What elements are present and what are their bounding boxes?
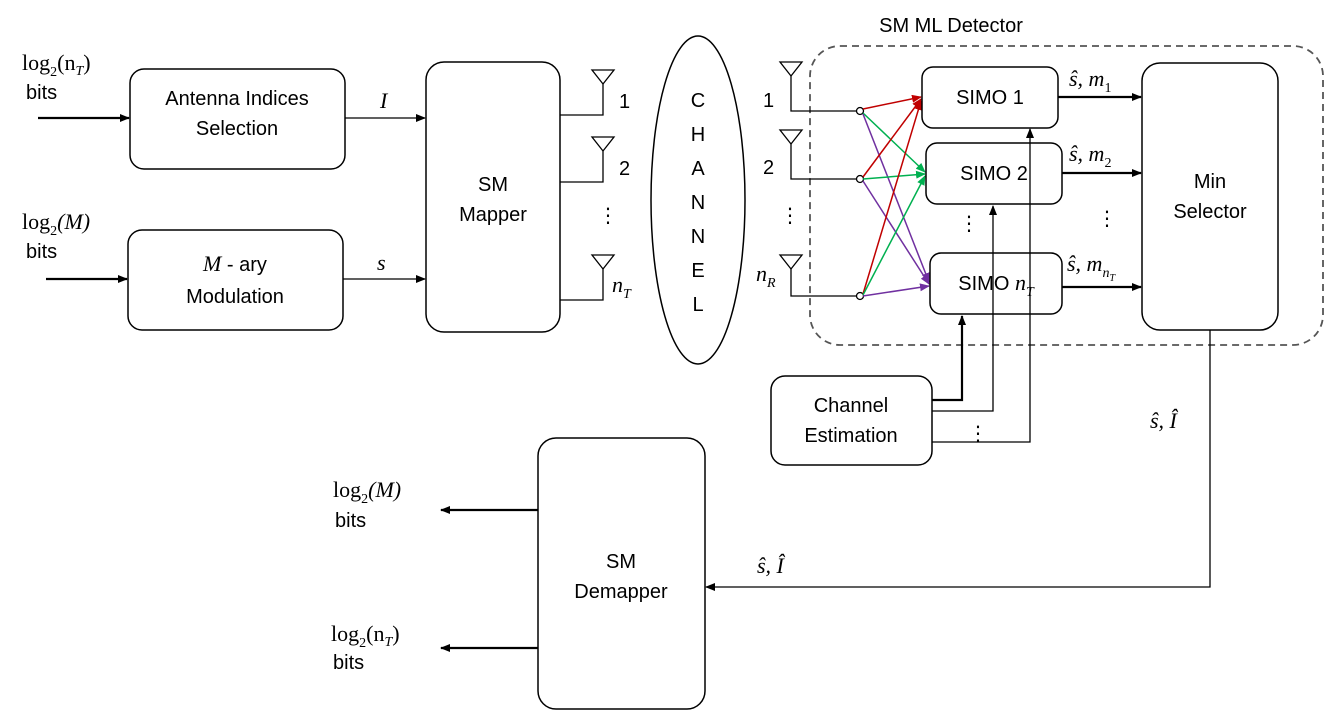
estimation-line1: Channel <box>814 395 889 417</box>
tx-label-1: 1 <box>619 91 630 113</box>
channel-letter: N <box>691 226 705 248</box>
channel-letter: E <box>691 260 704 282</box>
channel-letter: C <box>691 90 705 112</box>
antenna-selection-line2: Selection <box>196 118 278 140</box>
modulation-line2: Modulation <box>186 286 284 308</box>
tx-label-2: 2 <box>619 158 630 180</box>
min-selector-line2: Selector <box>1173 201 1247 223</box>
demapper-input-label: ŝ, Î <box>757 553 786 578</box>
channel-estimation-block <box>770 375 933 466</box>
antenna-bits-label: log2(nT) <box>22 50 91 80</box>
out3-label: ŝ, mnT <box>1067 251 1116 284</box>
out-mod-bits-unit: bits <box>335 510 366 532</box>
simo2-label: SIMO 2 <box>960 163 1028 185</box>
demapper-line1: SM <box>606 551 636 573</box>
rx-to-simo-links <box>862 94 930 297</box>
sm-mapper-block <box>425 61 561 333</box>
tx-dots: ⋮ <box>598 205 618 227</box>
out-dots: ⋮ <box>1097 208 1117 230</box>
antenna-selection-block <box>129 68 346 170</box>
antenna-selection-line1: Antenna Indices <box>165 88 308 110</box>
out-mod-bits-label: log2(M) <box>333 477 401 507</box>
rx-antenna-2 <box>778 129 865 184</box>
rx-label-2: 2 <box>763 157 774 179</box>
tx-label-nt: nT <box>612 272 632 302</box>
channel-letter: L <box>692 294 703 316</box>
min-selector-block <box>1141 62 1279 331</box>
rx-antenna-1 <box>778 61 865 116</box>
simo1-label: SIMO 1 <box>956 87 1024 109</box>
s-label: s <box>377 250 386 275</box>
detector-region <box>809 45 1324 346</box>
tx-antenna-nt <box>560 254 616 301</box>
estimation-line2: Estimation <box>804 425 897 447</box>
out-ant-bits-unit: bits <box>333 652 364 674</box>
estimation-feeds <box>932 128 1034 443</box>
modulation-line1: M - ary <box>202 251 267 276</box>
out1-label: ŝ, m1 <box>1069 66 1111 96</box>
min-selector-line1: Min <box>1194 171 1226 193</box>
mod-bits-label: log2(M) <box>22 209 90 239</box>
tx-antenna-2 <box>560 136 616 183</box>
simont-block <box>929 252 1063 315</box>
out-ant-bits-label: log2(nT) <box>331 621 400 651</box>
mod-bits-unit: bits <box>26 241 57 263</box>
I-label: I <box>379 88 389 113</box>
channel-letters: C H A N N E L <box>691 90 706 316</box>
channel-ellipse <box>650 35 746 365</box>
min-to-demapper-line <box>705 330 1211 591</box>
mapper-line1: SM <box>478 174 508 196</box>
sm-demapper-block <box>537 437 706 710</box>
mapper-line2: Mapper <box>459 204 527 226</box>
rx-label-nr: nR <box>756 261 776 291</box>
estimation-dots: ⋮ <box>968 423 988 445</box>
tx-antenna-1 <box>560 69 616 116</box>
out2-label: ŝ, m2 <box>1069 141 1111 171</box>
simo-dots: ⋮ <box>959 213 979 235</box>
antenna-bits-unit: bits <box>26 82 57 104</box>
rx-antenna-nr <box>778 254 865 301</box>
rx-dots: ⋮ <box>780 205 800 227</box>
detector-title: SM ML Detector <box>879 15 1023 37</box>
channel-letter: A <box>691 158 705 180</box>
demapper-line2: Demapper <box>574 581 668 603</box>
channel-letter: H <box>691 124 705 146</box>
rx-label-1: 1 <box>763 90 774 112</box>
modulation-block <box>127 229 344 331</box>
channel-letter: N <box>691 192 705 214</box>
min-output-label: ŝ, Î <box>1150 408 1179 433</box>
